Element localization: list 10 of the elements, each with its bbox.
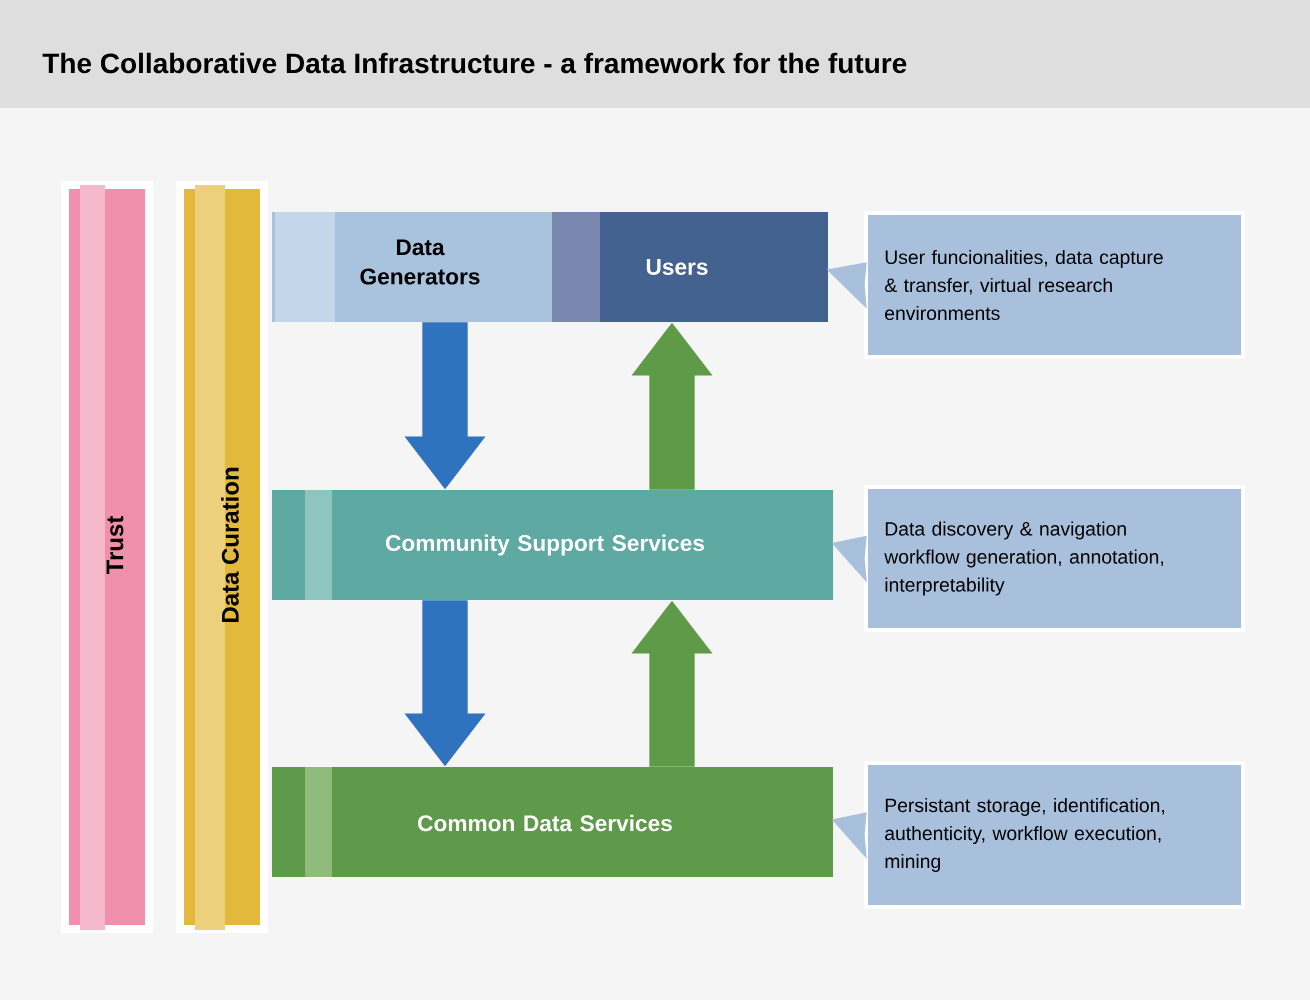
layer-bar: Community Support Services — [271, 490, 834, 600]
layer-bar: Common Data Services — [271, 767, 834, 877]
vertical-bar: Data Curation — [176, 181, 268, 933]
callout-box: User funcionalities, data capture & transfer, virtual research environments — [864, 211, 1246, 359]
callout-box: Persistant storage, identification, authenticity, workflow execution, mining — [864, 761, 1246, 909]
callout-box: Data discovery & navigation workflow generation, annotation, interpretability — [864, 485, 1246, 632]
title-band: The Collaborative Data Infrastructure - a framework for the future — [0, 0, 1310, 108]
layer-bar: Users — [552, 212, 828, 322]
vertical-bar: Trust — [61, 181, 153, 933]
layer-bar: Data Generators — [272, 212, 552, 322]
